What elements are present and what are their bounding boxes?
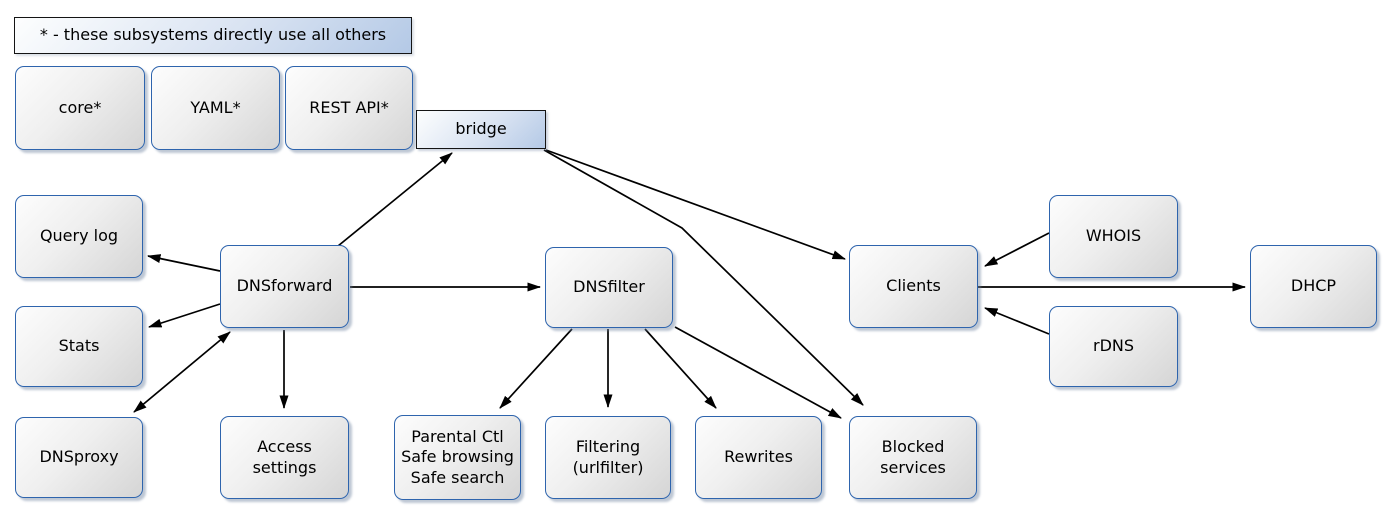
node-label-parental: Parental Ctl Safe browsing Safe search bbox=[401, 426, 514, 487]
node-label-access-settings: Access settings bbox=[252, 437, 317, 477]
node-legend-note: * - these subsystems directly use all ot… bbox=[14, 17, 412, 54]
node-label-whois: WHOIS bbox=[1085, 226, 1142, 246]
node-label-stats: Stats bbox=[58, 336, 100, 356]
node-rest-api: REST API* bbox=[285, 66, 413, 150]
node-dnsproxy: DNSproxy bbox=[15, 417, 143, 498]
node-label-dnsproxy: DNSproxy bbox=[39, 447, 119, 467]
node-bridge: bridge bbox=[416, 110, 546, 149]
node-yaml: YAML* bbox=[151, 66, 280, 150]
edge-dnsfilter-rewrites bbox=[644, 328, 717, 409]
node-rdns: rDNS bbox=[1049, 306, 1178, 387]
node-label-rdns: rDNS bbox=[1092, 336, 1135, 356]
edge-rdns-clients bbox=[984, 307, 1050, 335]
edge-dnsforward-bridge bbox=[337, 152, 453, 247]
edge-dnsfilter-blocked-services bbox=[674, 326, 842, 419]
node-parental: Parental Ctl Safe browsing Safe search bbox=[394, 415, 521, 500]
node-label-filtering: Filtering (urlfilter) bbox=[572, 437, 644, 477]
node-dhcp: DHCP bbox=[1250, 245, 1377, 328]
node-clients: Clients bbox=[849, 245, 978, 328]
node-label-rewrites: Rewrites bbox=[724, 447, 793, 467]
node-stats: Stats bbox=[15, 306, 143, 387]
node-label-yaml: YAML* bbox=[190, 97, 241, 117]
node-core: core* bbox=[15, 66, 145, 150]
node-blocked-services: Blocked services bbox=[849, 416, 977, 499]
node-label-query-log: Query log bbox=[39, 226, 119, 246]
node-label-core: core* bbox=[58, 97, 102, 117]
node-label-clients: Clients bbox=[886, 276, 941, 296]
edge-bridge-clients bbox=[545, 149, 846, 260]
node-label-dnsforward: DNSforward bbox=[236, 276, 333, 296]
edge-dnsforward-dnsproxy bbox=[133, 331, 231, 413]
edge-dnsforward-query-log bbox=[147, 254, 221, 272]
node-dnsforward: DNSforward bbox=[220, 245, 349, 328]
node-label-rest-api: REST API* bbox=[309, 97, 389, 117]
node-rewrites: Rewrites bbox=[695, 416, 822, 499]
node-query-log: Query log bbox=[15, 195, 143, 278]
node-label-legend-note: * - these subsystems directly use all ot… bbox=[39, 25, 387, 45]
edge-whois-clients bbox=[984, 232, 1050, 267]
node-access-settings: Access settings bbox=[220, 416, 349, 499]
node-dnsfilter: DNSfilter bbox=[545, 247, 673, 328]
node-whois: WHOIS bbox=[1049, 195, 1178, 278]
edge-dnsfilter-parental bbox=[499, 328, 573, 409]
node-label-dhcp: DHCP bbox=[1290, 276, 1337, 296]
node-label-dnsfilter: DNSfilter bbox=[573, 277, 645, 297]
edge-dnsforward-stats bbox=[148, 303, 221, 328]
node-label-bridge: bridge bbox=[455, 119, 507, 139]
node-label-blocked-services: Blocked services bbox=[880, 437, 946, 477]
node-filtering: Filtering (urlfilter) bbox=[545, 416, 671, 499]
